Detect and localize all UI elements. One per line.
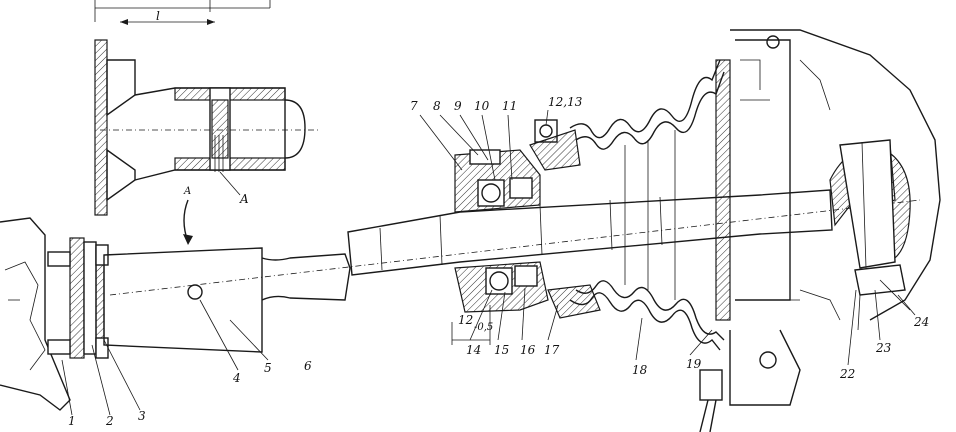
callout-10: 10	[474, 99, 490, 113]
callout-6: 6	[304, 359, 312, 373]
detail-arrow	[183, 199, 193, 245]
callout-19: 19	[686, 357, 702, 371]
callout-9: 9	[454, 99, 462, 113]
callout-2: 2	[106, 414, 114, 428]
callout-22: 22	[840, 367, 856, 381]
callout-17: 17	[544, 343, 560, 357]
protective-boot	[569, 59, 725, 351]
callout-14: 14	[466, 343, 482, 357]
callout-5: 5	[264, 361, 272, 375]
inner-shaft	[103, 189, 921, 353]
callout-18: 18	[632, 363, 648, 377]
callout-23: 23	[876, 341, 892, 355]
detail-letter-a: A	[240, 192, 249, 206]
dimension-value: 12	[458, 313, 474, 327]
callout-3: 3	[138, 409, 146, 423]
ball-joint	[829, 139, 911, 331]
callout-15: 15	[494, 343, 510, 357]
arrow-letter-a: A	[184, 186, 192, 197]
bearing-housing	[454, 119, 601, 319]
callout-7: 7	[410, 99, 418, 113]
dimension-l: l	[156, 9, 160, 23]
callout-12-13: 12,13	[548, 95, 583, 109]
callout-4: 4	[233, 371, 241, 385]
wheel-hub-housing	[699, 29, 941, 432]
callout-24: 24	[914, 315, 930, 329]
callout-16: 16	[520, 343, 536, 357]
leader-lines	[61, 109, 916, 416]
callout-11: 11	[502, 99, 518, 113]
gearbox-housing-left	[0, 217, 109, 411]
callout-8: 8	[433, 99, 441, 113]
callout-1: 1	[68, 414, 76, 428]
detail-view-a	[94, 0, 320, 216]
dimension-tolerance: -0,5	[474, 322, 494, 333]
